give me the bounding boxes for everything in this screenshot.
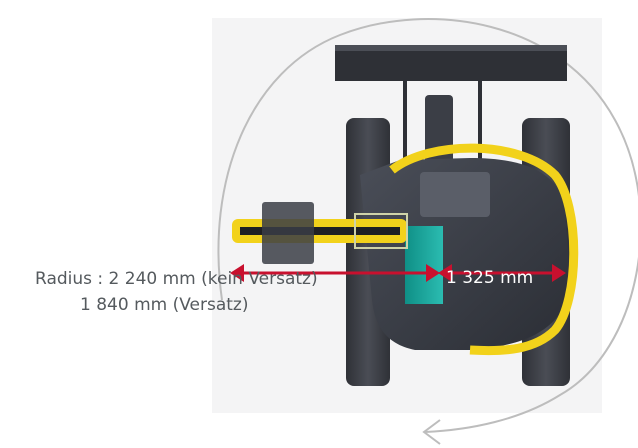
counterweight-panel [405, 226, 443, 304]
width-arrow-heads-icon [438, 264, 566, 282]
cab-window [420, 172, 490, 217]
radius-label-no-offset: Radius : 2 240 mm (kein Versatz) [35, 269, 318, 289]
boom-groove [240, 227, 400, 235]
rotation-arrowhead-icon [422, 419, 441, 445]
yellow-rear-guard [389, 143, 579, 356]
boom-highlight-box [354, 213, 408, 249]
radius-label-offset: 1 840 mm (Versatz) [80, 295, 249, 315]
dozer-blade-edge [335, 45, 567, 51]
bucket-attachment [262, 202, 314, 264]
width-dimension-label: 1 325 mm [446, 268, 534, 288]
rotation-arc-icon [217, 18, 638, 433]
